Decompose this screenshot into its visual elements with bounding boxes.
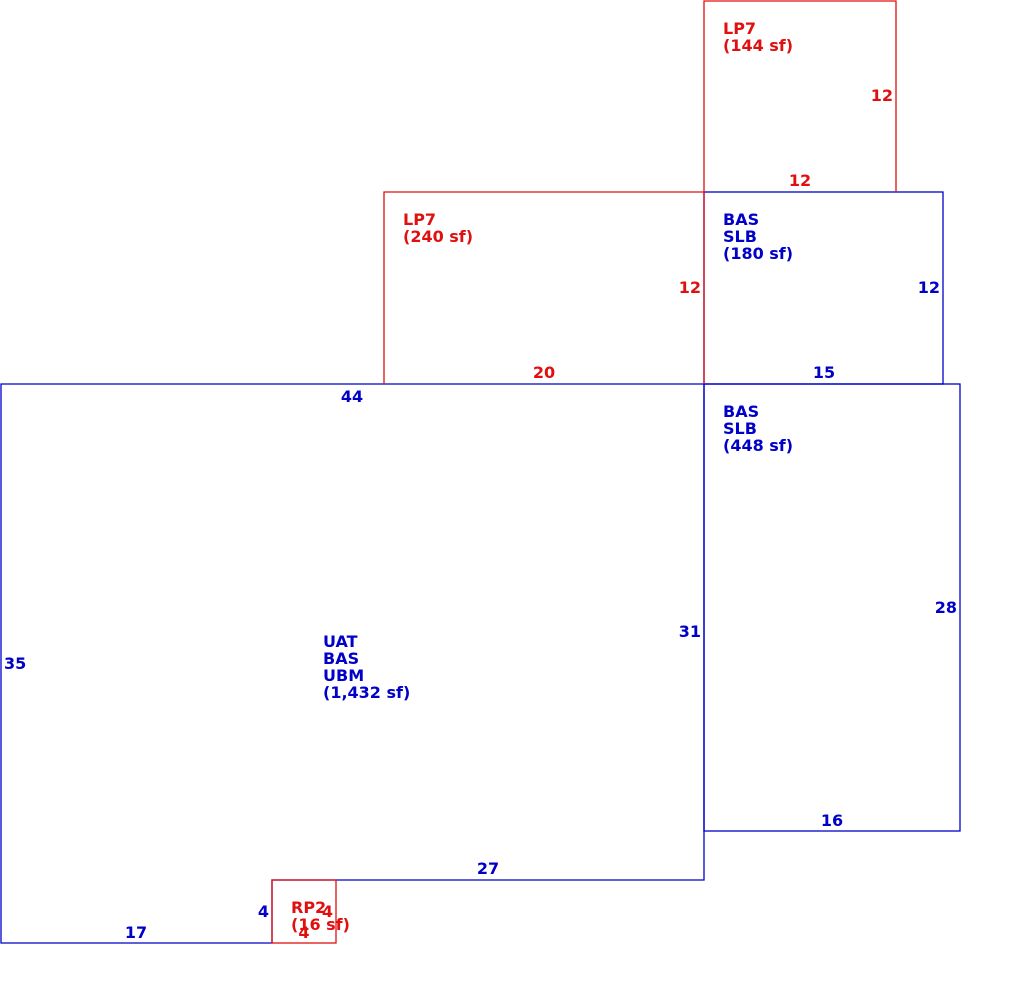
lp7-top-line-1: LP7 xyxy=(723,19,756,38)
lp7-left-line-1: LP7 xyxy=(403,210,436,229)
dim-rp2-right: 4 xyxy=(322,902,333,921)
dim-lp7-top-bottom: 12 xyxy=(789,171,811,190)
dim-main-right: 31 xyxy=(679,622,701,641)
slb-upper-label: BAS SLB (180 sf) xyxy=(723,210,793,263)
dim-main-step: 4 xyxy=(258,902,269,921)
dim-main-top: 44 xyxy=(341,387,363,406)
dim-slb-upper-right: 12 xyxy=(918,278,940,297)
dim-slb-lower-right: 28 xyxy=(935,598,957,617)
slb-upper-line-2: SLB xyxy=(723,227,757,246)
slb-upper-line-1: BAS xyxy=(723,210,759,229)
lp7-left-outline xyxy=(383,191,705,384)
rp2-outline xyxy=(271,879,337,944)
lp7-top-outline xyxy=(703,0,897,192)
main-area-line-2: BAS xyxy=(323,649,359,668)
dim-main-bottom-right: 27 xyxy=(477,859,499,878)
rp2-line-1: RP2 xyxy=(291,898,326,917)
area-labels: UAT BAS UBM (1,432 sf) BAS SLB (448 sf) … xyxy=(291,19,793,934)
main-area-sqft: (1,432 sf) xyxy=(323,683,410,702)
rp2-sqft: (16 sf) xyxy=(291,915,350,934)
dim-rp2-bottom: 4 xyxy=(298,923,309,942)
main-area-line-1: UAT xyxy=(323,632,358,651)
lp7-top-label: LP7 (144 sf) xyxy=(723,19,793,55)
dim-slb-lower-bottom: 16 xyxy=(821,811,843,830)
rp2-label: RP2 (16 sf) xyxy=(291,898,350,934)
dim-slb-upper-bottom: 15 xyxy=(813,363,835,382)
main-area-label: UAT BAS UBM (1,432 sf) xyxy=(323,632,410,702)
lp7-left-label: LP7 (240 sf) xyxy=(403,210,473,246)
slb-lower-label: BAS SLB (448 sf) xyxy=(723,402,793,455)
dim-main-bottom-left: 17 xyxy=(125,923,147,942)
outlines xyxy=(0,0,961,944)
lp7-left-sqft: (240 sf) xyxy=(403,227,473,246)
slb-lower-line-1: BAS xyxy=(723,402,759,421)
main-area-line-3: UBM xyxy=(323,666,364,685)
slb-lower-sqft: (448 sf) xyxy=(723,436,793,455)
dimension-labels: 44 35 31 27 17 4 28 16 12 15 12 20 12 12… xyxy=(4,86,957,942)
dim-lp7-left-bottom: 20 xyxy=(533,363,555,382)
dim-lp7-left-right: 12 xyxy=(679,278,701,297)
slb-lower-line-2: SLB xyxy=(723,419,757,438)
dim-lp7-top-right: 12 xyxy=(871,86,893,105)
dim-main-left: 35 xyxy=(4,654,26,673)
slb-upper-sqft: (180 sf) xyxy=(723,244,793,263)
lp7-top-sqft: (144 sf) xyxy=(723,36,793,55)
